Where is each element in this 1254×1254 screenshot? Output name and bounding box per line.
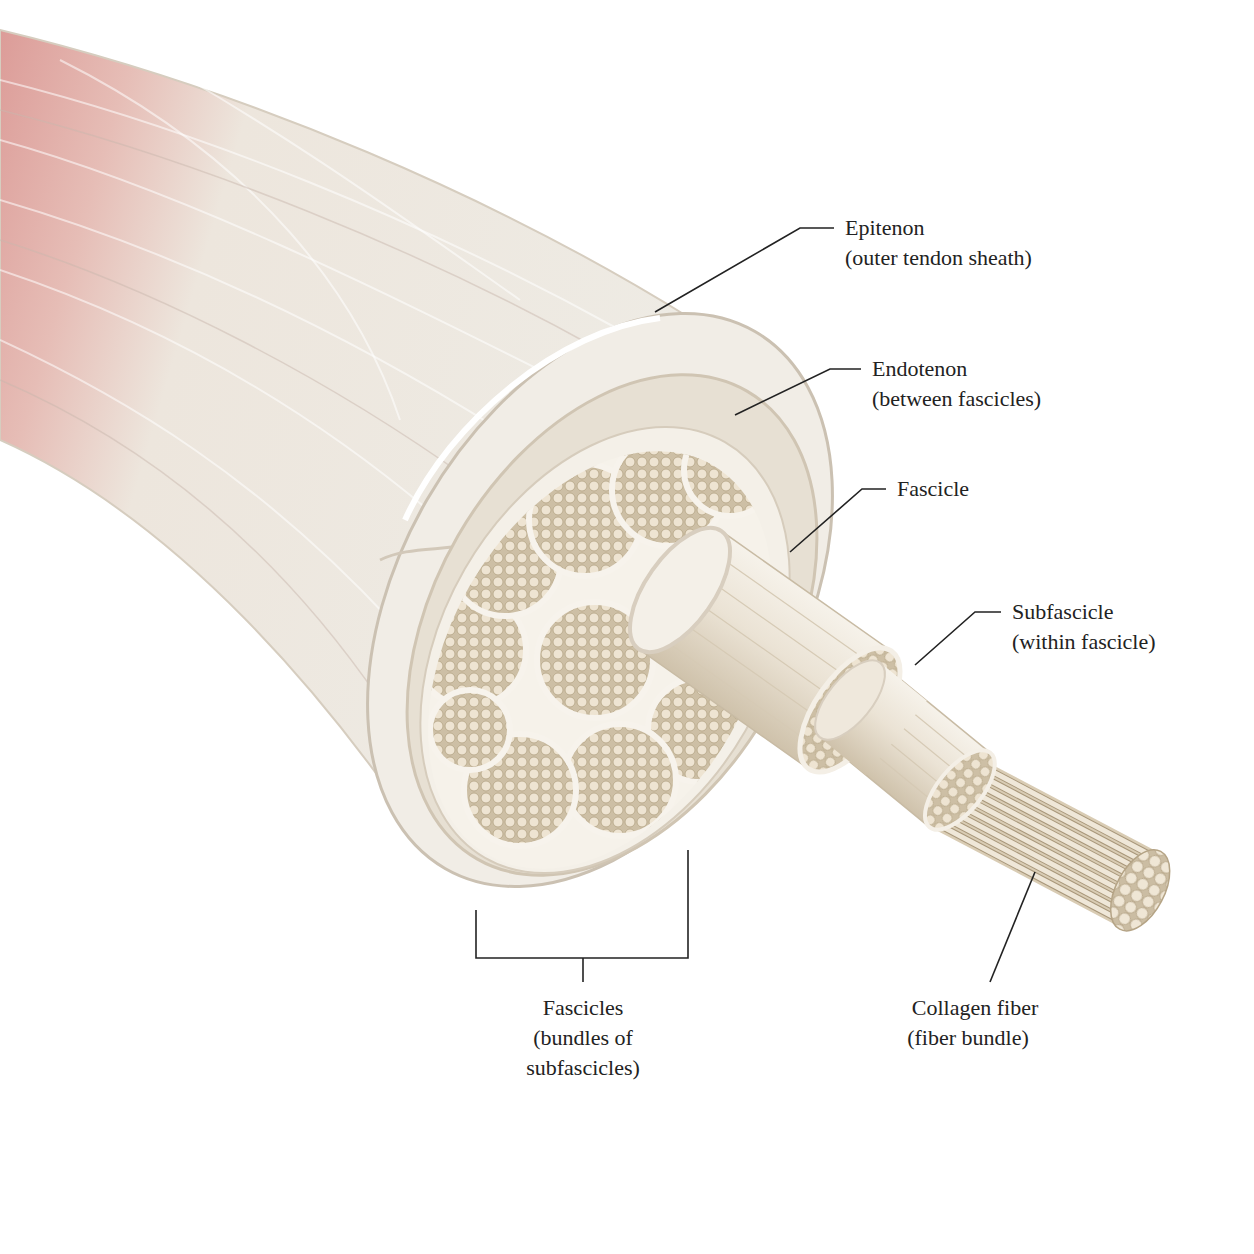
fascicle-cell — [430, 690, 510, 770]
part-label: (within fascicle) — [1012, 627, 1156, 657]
subfascicle-collar — [803, 649, 898, 751]
epitenon-sheath — [272, 232, 928, 969]
endotenon-layer — [323, 302, 901, 948]
fascicle-cell — [564, 724, 676, 836]
part-label: (bundles of subfascicles) — [503, 1023, 663, 1083]
leader-line — [735, 369, 861, 415]
leader-lines — [476, 228, 1035, 982]
leader-line — [655, 228, 834, 312]
part-label: (outer tendon sheath) — [845, 243, 1032, 273]
part-label: Fascicle — [897, 474, 969, 504]
fiber-texture — [0, 40, 620, 620]
part-label: (between fascicles) — [872, 384, 1041, 414]
bracket-stem — [582, 958, 584, 982]
leader-line — [915, 612, 1001, 665]
part-label: Epitenon — [845, 213, 924, 243]
part-label: Endotenon — [872, 354, 967, 384]
part-label: Fascicles — [483, 993, 683, 1023]
leader-line — [790, 489, 886, 552]
fascicle-cell — [684, 424, 776, 516]
part-label: Collagen fiber — [865, 993, 1085, 1023]
bracket — [476, 850, 688, 958]
part-label: Subfascicle — [1012, 597, 1113, 627]
subfascicle-end — [912, 739, 1007, 841]
fascicle-collar — [611, 512, 750, 669]
leader-line — [990, 872, 1035, 982]
fiber-end — [1098, 840, 1182, 940]
part-label: (fiber bundle) — [868, 1023, 1068, 1053]
subfascicle-start — [803, 649, 927, 775]
